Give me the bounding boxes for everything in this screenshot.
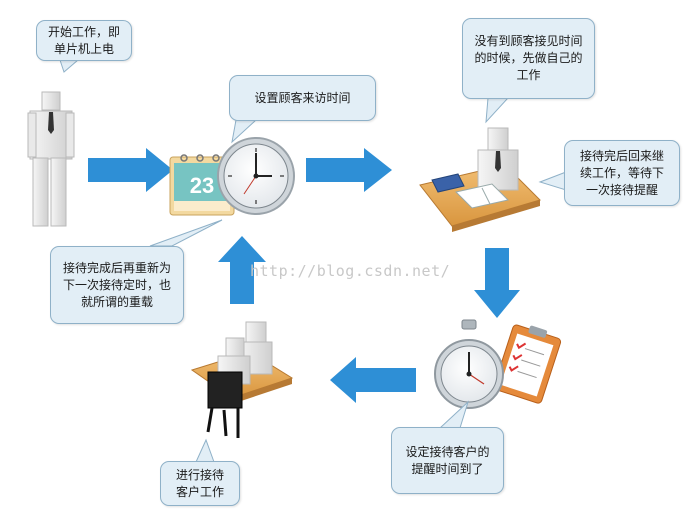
tail-resume-work: [538, 171, 567, 191]
stopwatch-icon: [434, 319, 504, 409]
tail-reload: [149, 219, 223, 247]
bubble-resume-work: 接待完后回来继 续工作，等待下 一次接待提醒: [564, 140, 680, 206]
bubble-reminder-due: 设定接待客户的 提醒时间到了: [391, 427, 504, 494]
tail-reminder-due: [438, 400, 470, 429]
reception-scene-icon: [190, 321, 294, 438]
watermark-text: http://blog.csdn.net/: [250, 262, 451, 280]
checklist-icon: [493, 324, 562, 404]
wall-clock-icon: [217, 137, 295, 215]
tail-receive-client: [195, 438, 215, 463]
bubble-receive-client: 进行接待 客户工作: [160, 461, 240, 506]
arrow-timer-to-work: [306, 148, 392, 192]
bubble-set-visit-time: 设置顾客来访时间: [229, 75, 376, 121]
bubble-do-own-work: 没有到顾客接见时间 的时候，先做自己的 工作: [462, 18, 595, 99]
arrow-start-to-timer: [88, 148, 173, 192]
arrow-reception-to-timer: [218, 236, 266, 304]
calendar-day-label: 23: [189, 173, 215, 198]
standing-person-icon: [27, 91, 75, 227]
tail-do-own-work: [485, 97, 510, 124]
tail-start-work: [59, 59, 80, 73]
bubble-start-work: 开始工作，即 单片机上电: [36, 20, 132, 61]
arrow-reminder-to-reception: [330, 357, 416, 403]
desk-worker-icon: [419, 127, 541, 232]
arrow-work-to-reminder: [474, 248, 520, 318]
bubble-reload: 接待完成后再重新为 下一次接待定时，也 就所谓的重载: [50, 246, 184, 324]
